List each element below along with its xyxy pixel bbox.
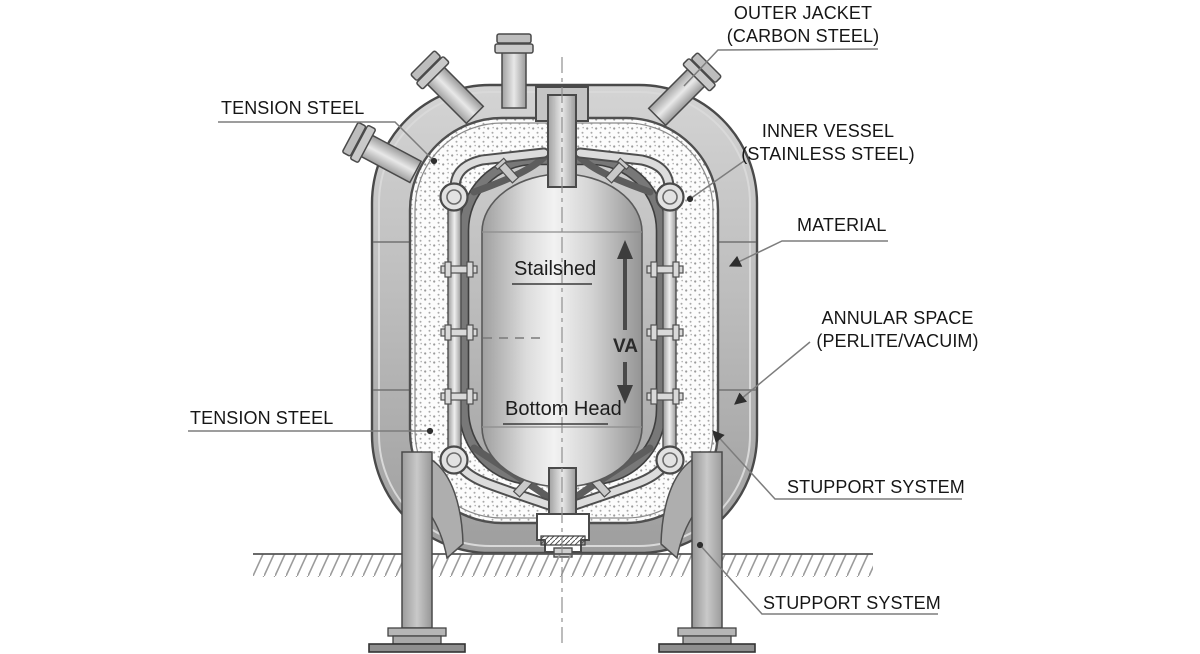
callout-inner-vessel-line2: (STAINLESS STEEL) <box>741 144 915 164</box>
annulus-pipes <box>439 147 685 511</box>
va-dimension-arrow <box>617 240 633 404</box>
callout-tension-steel-bottom: TENSION STEEL <box>190 408 334 428</box>
callout-tension-steel-top: TENSION STEEL <box>221 98 365 118</box>
callout-material: MATERIAL <box>797 215 887 235</box>
annotation-va: VA <box>613 336 638 357</box>
callout-annular-space: ANNULAR SPACE (PERLITE/VACUIM) <box>795 307 1000 353</box>
leader-lines <box>188 48 962 615</box>
callout-support-right: STUPPORT SYSTEM <box>787 477 965 497</box>
callout-outer-jacket-line1: OUTER JACKET <box>733 3 873 23</box>
leader-outer-jacket <box>683 48 879 87</box>
callout-inner-vessel-line1: INNER VESSEL <box>761 121 895 141</box>
bottom-drain <box>536 467 590 558</box>
leader-tension-steel-top <box>218 121 438 165</box>
leader-support-bottom <box>696 541 938 615</box>
ground <box>253 553 873 577</box>
pipe-unions <box>439 182 685 475</box>
leader-annular-space <box>734 341 811 405</box>
leader-material <box>728 240 888 267</box>
annotation-underlines <box>503 283 608 425</box>
callout-annular-space-line1: ANNULAR SPACE <box>821 308 974 328</box>
callout-support-bottom: STUPPORT SYSTEM <box>763 593 941 613</box>
callout-outer-jacket-line2: (CARBON STEEL) <box>726 26 880 46</box>
pipe-clamps <box>440 261 684 405</box>
callout-inner-vessel: INNER VESSEL (STAINLESS STEEL) <box>728 120 928 166</box>
annotation-stailshed: Stailshed <box>514 258 597 280</box>
jacket-seams <box>373 241 756 391</box>
leader-inner-vessel <box>686 160 745 203</box>
callout-annular-space-line2: (PERLITE/VACUIM) <box>816 331 979 351</box>
leader-support-right <box>712 430 962 500</box>
callout-outer-jacket: OUTER JACKET (CARBON STEEL) <box>698 2 908 48</box>
annotation-bottom-head: Bottom Head <box>505 398 622 420</box>
